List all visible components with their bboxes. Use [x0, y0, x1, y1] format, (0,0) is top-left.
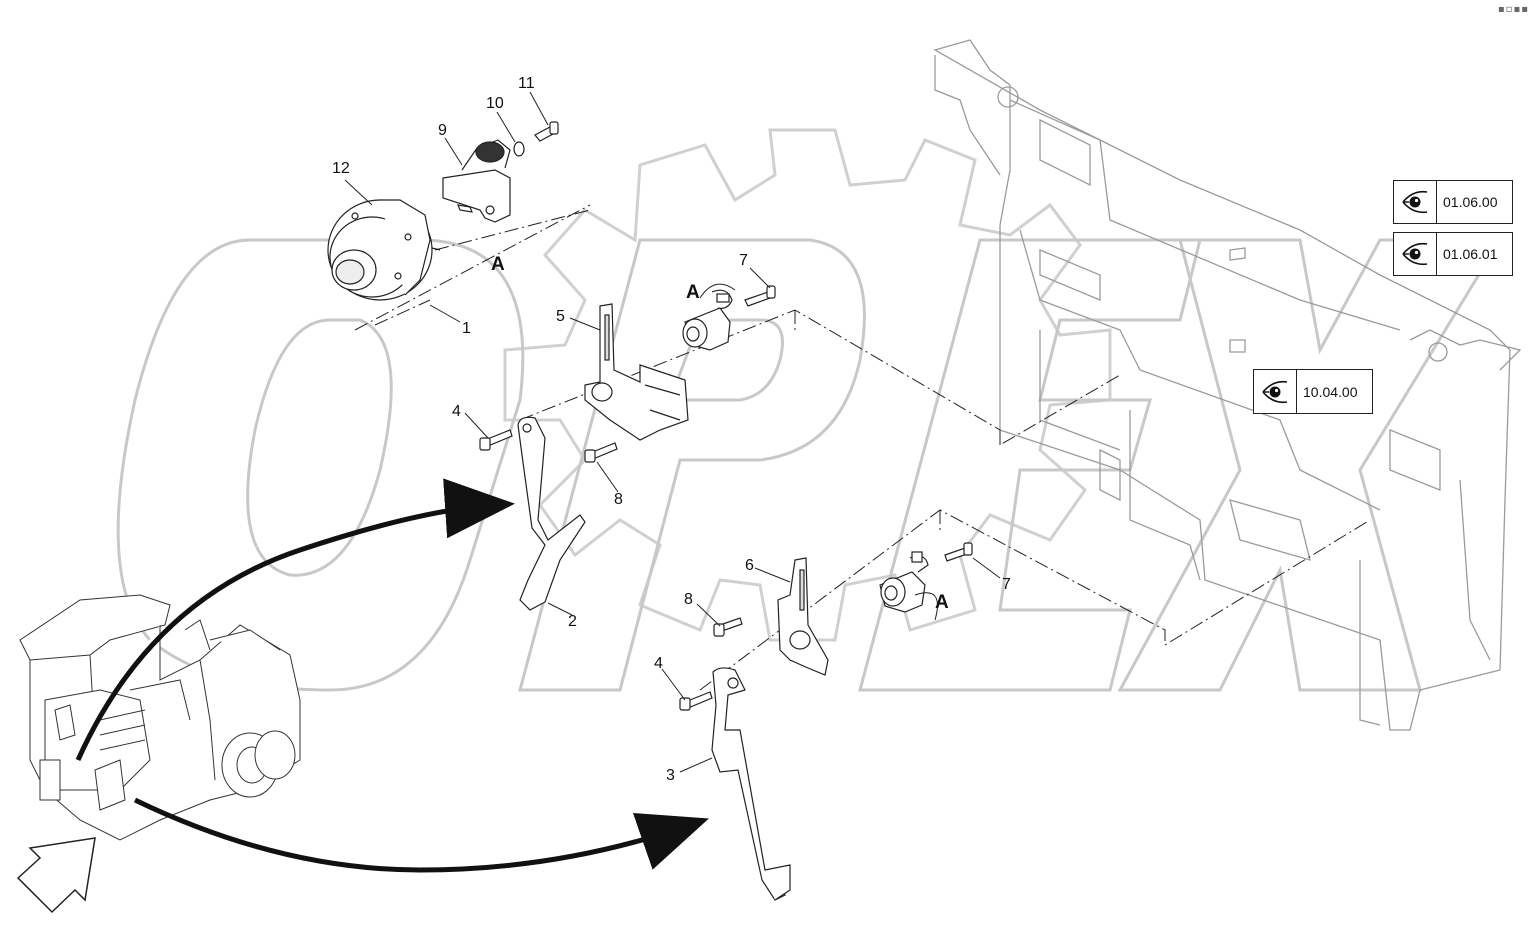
- callout-8-lower: 8: [684, 591, 693, 608]
- paver-machine-overview: [19, 594, 301, 841]
- view-marker-a-1: A: [491, 254, 505, 275]
- hub-part-12: [327, 199, 441, 301]
- watermark-gear: [503, 128, 1112, 642]
- reference-link-10-04-00[interactable]: 10.04.00: [1253, 369, 1373, 414]
- screw-part-4-lower: [679, 691, 713, 711]
- callout-4-lower: 4: [654, 655, 663, 672]
- view-marker-a-2: A: [686, 282, 700, 303]
- lever-part-3: [711, 667, 791, 901]
- callout-2: 2: [568, 613, 577, 630]
- callout-10: 10: [486, 95, 504, 112]
- screw-part-7-lower: [944, 542, 973, 562]
- watermark-letters: [116, 238, 1503, 692]
- sensor-part-9: [442, 139, 511, 223]
- washer-part-10: [513, 141, 525, 157]
- reference-label: 01.06.01: [1443, 246, 1498, 262]
- assembly-outline-1: [354, 204, 591, 331]
- screw-part-7-upper: [744, 285, 776, 307]
- reference-label: 10.04.00: [1303, 383, 1358, 400]
- callout-4-upper: 4: [452, 403, 461, 420]
- callout-1: 1: [462, 320, 471, 337]
- leader-lines: [344, 91, 1001, 773]
- rotation-arc-lower: [914, 592, 938, 621]
- screw-part-8-lower: [713, 617, 743, 637]
- eye-icon: [1394, 233, 1437, 275]
- reference-link-01-06-00[interactable]: 01.06.00: [1393, 180, 1513, 224]
- angle-sensor-upper: [682, 289, 733, 351]
- view-direction-arrow: [16, 837, 96, 914]
- callout-7-upper: 7: [739, 252, 748, 269]
- screw-part-4-upper: [479, 429, 513, 451]
- angle-sensor-lower: [879, 551, 929, 613]
- screw-part-8-upper: [584, 442, 618, 463]
- callout-5: 5: [556, 308, 565, 325]
- rotation-arc-upper: [699, 283, 736, 299]
- view-marker-a-3: A: [935, 592, 949, 613]
- pointer-arrows: [75, 478, 709, 873]
- assembly-outline-3: [699, 509, 1371, 691]
- eye-icon: [1394, 181, 1437, 223]
- screw-part-11: [534, 121, 559, 142]
- reference-label: 01.06.00: [1443, 194, 1498, 210]
- callout-6: 6: [745, 557, 754, 574]
- eye-icon: [1254, 370, 1297, 413]
- callout-3: 3: [666, 767, 675, 784]
- callout-7-lower: 7: [1002, 576, 1011, 593]
- lever-part-2: [517, 416, 586, 611]
- bracket-part-5: [584, 303, 689, 441]
- callout-12: 12: [332, 160, 350, 177]
- reference-link-01-06-01[interactable]: 01.06.01: [1393, 232, 1513, 276]
- machine-frame: [933, 39, 1522, 731]
- bracket-part-6: [777, 557, 829, 676]
- corner-mark: ▪▫▪▪: [1497, 4, 1529, 15]
- callout-9: 9: [438, 122, 447, 139]
- callout-8-upper: 8: [614, 491, 623, 508]
- callout-11: 11: [518, 75, 535, 92]
